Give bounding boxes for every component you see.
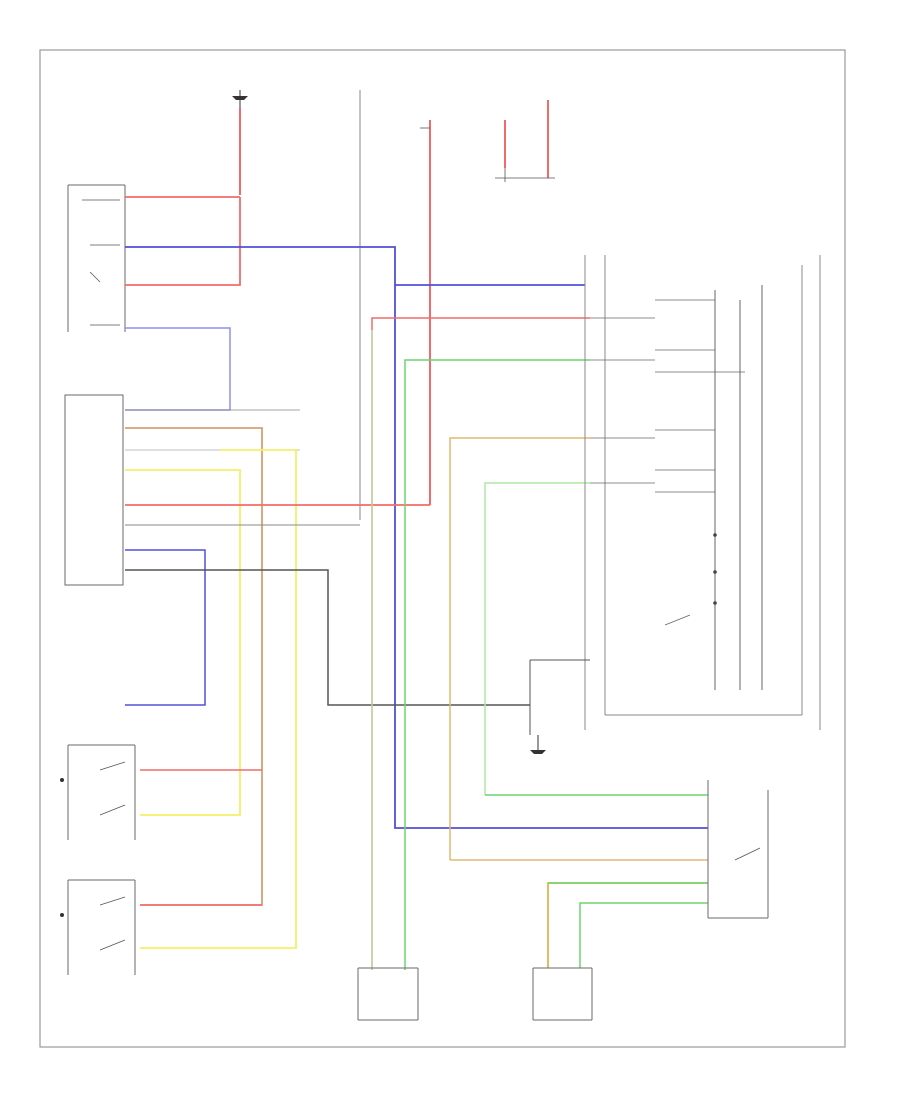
left-wires [125,196,708,949]
right-door-switch-box [707,780,769,919]
right-window-motor [532,967,593,1021]
right-switch-panel [590,255,821,730]
ground-symbol-icon [232,96,248,100]
front-door-switch [60,744,136,840]
control-unit-box [64,394,124,586]
left-window-motor [357,967,419,1021]
master-switch-box [67,184,126,332]
ground-icon [530,735,546,754]
right-wires [371,255,708,970]
rear-door-switch [60,879,136,975]
top-power-sources [232,90,555,520]
diagram-frame [39,49,846,1048]
